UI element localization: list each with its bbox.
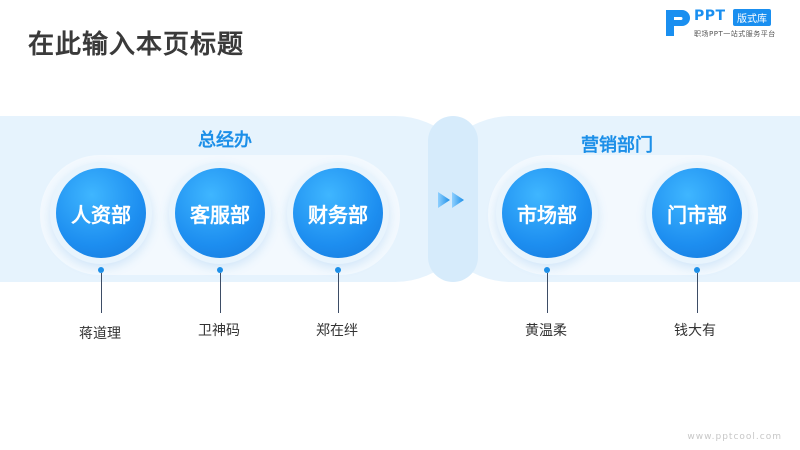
logo-brand: PPT [694, 8, 726, 24]
double-chevron-right-icon [438, 192, 464, 208]
department-label: 门市部 [652, 168, 742, 258]
person-name: 郑在绊 [316, 323, 358, 339]
department-label: 市场部 [502, 168, 592, 258]
department-label: 人资部 [56, 168, 146, 258]
footer-url: www.pptcool.com [687, 432, 782, 442]
person-name: 黄温柔 [525, 323, 567, 339]
person-name: 卫神码 [198, 323, 240, 339]
department-node: 人资部 [50, 162, 152, 264]
group-title-general-office: 总经办 [198, 130, 252, 151]
department-label: 客服部 [175, 168, 265, 258]
person-name: 蒋道理 [79, 326, 121, 342]
ppt-logo-icon [666, 10, 690, 36]
logo-slogan: 职场PPT一站式服务平台 [694, 30, 776, 38]
page-title: 在此输入本页标题 [28, 30, 245, 60]
connector-dot [217, 267, 223, 273]
connector-line [697, 273, 698, 313]
connector-dot [694, 267, 700, 273]
connector-dot [98, 267, 104, 273]
department-node: 市场部 [496, 162, 598, 264]
connector-line [101, 273, 102, 313]
connector-line [547, 273, 548, 313]
connector-line [338, 273, 339, 313]
department-label: 财务部 [293, 168, 383, 258]
department-node: 客服部 [169, 162, 271, 264]
department-node: 门市部 [646, 162, 748, 264]
logo-tag: 版式库 [733, 9, 771, 26]
department-node: 财务部 [287, 162, 389, 264]
person-name: 钱大有 [674, 323, 716, 339]
connector-dot [335, 267, 341, 273]
connector-line [220, 273, 221, 313]
connector-dot [544, 267, 550, 273]
brand-logo: PPT 版式库 职场PPT一站式服务平台 [664, 8, 784, 44]
group-title-marketing: 营销部门 [581, 135, 653, 156]
